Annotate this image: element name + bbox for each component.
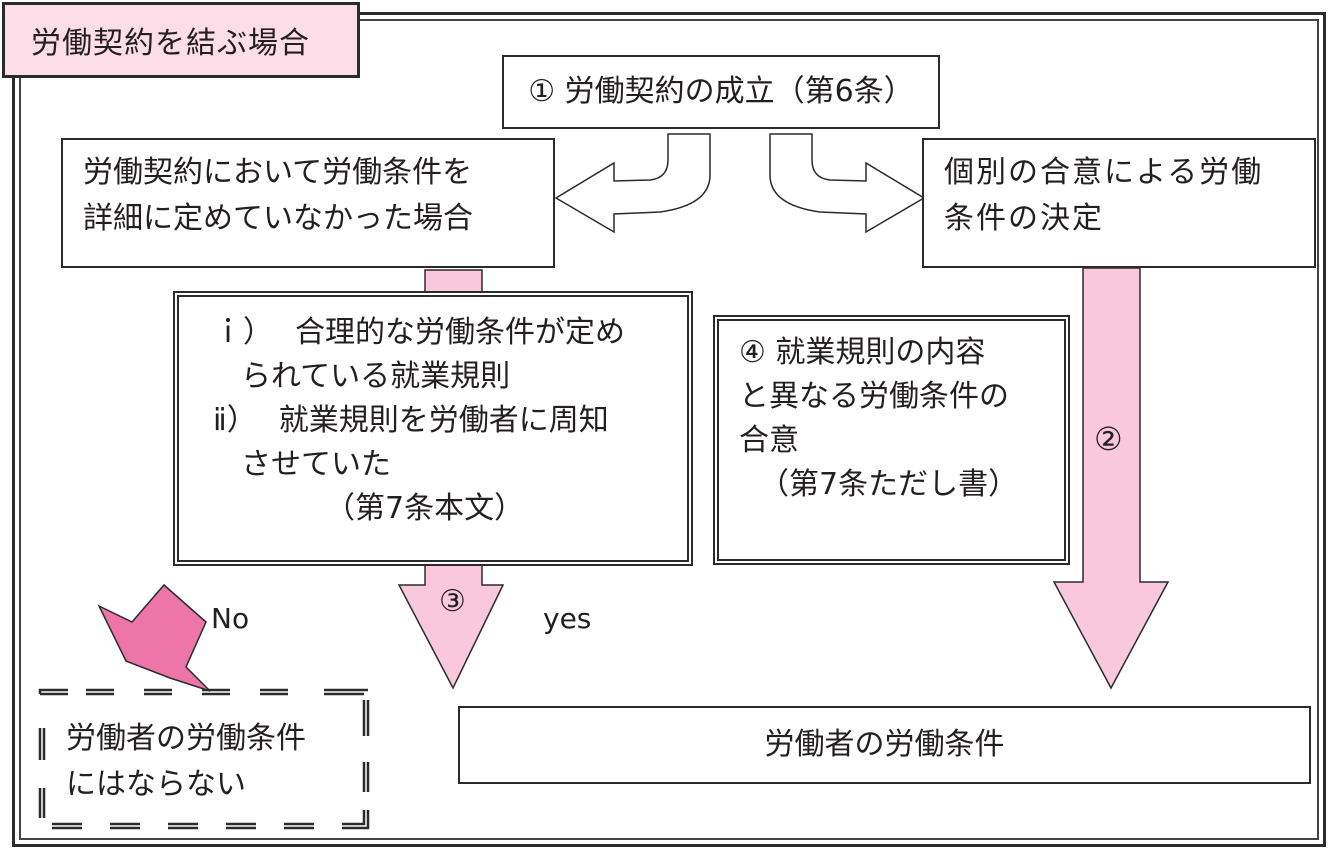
no-label: No: [211, 602, 250, 635]
rules-item1-cont: られている就業規則: [241, 359, 511, 394]
rules-item2-marker: ⅱ）: [213, 403, 257, 438]
node-not-worker-conditions: 労働者の労働条件 にはならない: [38, 688, 372, 832]
inner-frame: [19, 19, 1319, 840]
arrow-no-shape: [101, 588, 220, 682]
rules-citation: （第7条本文）: [325, 491, 525, 526]
exception-line3: 合意: [739, 423, 799, 458]
arrow-no-icon: [122, 577, 206, 648]
yes-label: yes: [543, 602, 592, 635]
node-individual-agreement: 個別の合意による労働 条件の決定: [922, 138, 1316, 268]
node-individual-line1: 個別の合意による労働: [944, 155, 1264, 190]
arrow-step3-label: ③: [439, 584, 466, 619]
no-arrow-icon: [100, 588, 206, 684]
node-contract-formation: ① 労働契約の成立（第6条）: [502, 55, 940, 129]
exception-citation: （第7条ただし書）: [759, 467, 1019, 502]
connector-unspecified-to-rules: [424, 269, 483, 295]
rules-item2-text: 就業規則を労働者に周知: [278, 403, 609, 438]
node-unspecified-line1: 労働契約において労働条件を: [83, 155, 473, 190]
not-line2: にはならない: [66, 767, 246, 802]
rules-item2-cont: させていた: [241, 447, 391, 482]
rules-item1-marker: ｉ）: [213, 315, 273, 350]
arrow-step2-icon: [1052, 267, 1170, 690]
section-title-tab: 労働契約を結ぶ場合: [2, 2, 360, 78]
node-exception-agreement: ④ 就業規則の内容 と異なる労働条件の 合意 （第7条ただし書）: [713, 315, 1070, 565]
node-work-rules-conditions: ｉ） 合理的な労働条件が定め られている就業規則 ⅱ） 就業規則を労働者に周知 させ…: [173, 291, 693, 566]
node-unspecified-conditions: 労働契約において労働条件を 詳細に定めていなかった場合: [61, 138, 555, 268]
exception-line1: ④ 就業規則の内容: [739, 335, 986, 370]
arrow-step2-label: ②: [1094, 420, 1123, 458]
rules-item1: ｉ） 合理的な労働条件が定め: [213, 311, 687, 355]
node-individual-line2: 条件の決定: [944, 201, 1104, 236]
node-worker-conditions: 労働者の労働条件: [458, 706, 1311, 784]
node-unspecified-line2: 詳細に定めていなかった場合: [83, 201, 473, 236]
rules-item1-text: 合理的な労働条件が定め: [295, 315, 625, 350]
outer-frame: [12, 12, 1326, 847]
rules-item2: ⅱ） 就業規則を労働者に周知: [213, 399, 687, 443]
arrow-step3-yes-icon: [397, 564, 505, 690]
not-line1: 労働者の労働条件: [66, 721, 306, 756]
exception-line2: と異なる労働条件の: [739, 379, 1009, 414]
curved-arrow-left-icon: [554, 133, 711, 234]
curved-arrow-right-icon: [769, 133, 926, 234]
